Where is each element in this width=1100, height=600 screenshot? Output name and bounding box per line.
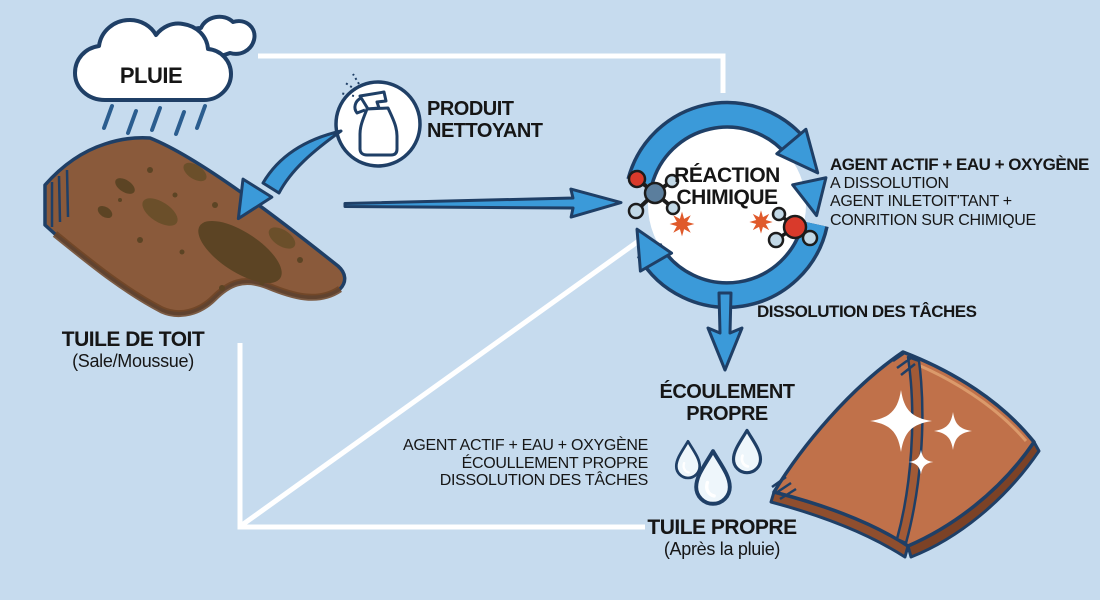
reaction-label-line1: RÉACTION bbox=[674, 164, 780, 187]
dirty-tile-subtitle: (Sale/Moussue) bbox=[72, 350, 194, 371]
reaction-note-line3: AGENT INLETOIT'TANT + bbox=[830, 193, 1012, 210]
connector-top bbox=[258, 53, 726, 93]
runoff-label-line2: PROPRE bbox=[686, 402, 768, 425]
dissolution-label: DISSOLUTION DES TÂCHES bbox=[757, 302, 977, 321]
runoff-label: ÉCOULEMENT PROPRE bbox=[627, 381, 827, 425]
dirty-tile-ridges bbox=[50, 169, 70, 227]
summary-line3: DISSOLUTION DES TÂCHES bbox=[439, 472, 649, 489]
dirty-tile-label: TUILE DE TOIT (Sale/Moussue) bbox=[33, 328, 233, 371]
arrow-spray-to-tile bbox=[236, 129, 343, 221]
runoff-label-line1: ÉCOULEMENT bbox=[659, 381, 796, 403]
molecule-left-icon bbox=[627, 169, 681, 220]
moss-patches bbox=[97, 162, 303, 291]
connector-lines bbox=[237, 53, 726, 530]
reaction-notes: AGENT ACTIF + EAU + OXYGÈNE A DISSOLUTIO… bbox=[830, 155, 1098, 230]
reaction-label-line2: CHIMIQUE bbox=[676, 186, 779, 209]
cleaner-label: PRODUIT NETTOYANT bbox=[427, 98, 543, 142]
reaction-note-line2: A DISSOLUTION bbox=[830, 174, 949, 192]
cleaner-label-line1: PRODUIT bbox=[427, 98, 514, 120]
summary-text: AGENT ACTIF + EAU + OXYGÈNE ÉCOULLEMENT … bbox=[398, 437, 648, 490]
reaction-note-line1: AGENT ACTIF + EAU + OXYGÈNE bbox=[830, 155, 1089, 174]
dirty-tile-illustration bbox=[43, 136, 347, 317]
clean-tile-label: TUILE PROPRE (Après la pluie) bbox=[622, 516, 822, 559]
clean-tile-subtitle: (Après la pluie) bbox=[663, 538, 781, 559]
reaction-cycle-icon bbox=[626, 100, 829, 310]
clean-tile-illustration bbox=[769, 350, 1041, 559]
reaction-note-line4: CONRITION SUR CHIMIQUE bbox=[830, 211, 1036, 229]
clean-tile-ridges bbox=[771, 350, 916, 501]
clean-tile-title: TUILE PROPRE bbox=[647, 516, 797, 539]
summary-line2: ÉCOULLEMENT PROPRE bbox=[461, 454, 649, 472]
dirty-tile-title: TUILE DE TOIT bbox=[61, 328, 205, 351]
spray-bottle-icon bbox=[334, 73, 422, 168]
cleaner-label-line2: NETTOYANT bbox=[427, 119, 543, 142]
rain-cloud-icon bbox=[73, 14, 257, 136]
molecule-right-icon bbox=[767, 206, 819, 249]
summary-line1: AGENT ACTIF + EAU + OXYGÈNE bbox=[402, 437, 648, 454]
arrow-reaction-down bbox=[706, 291, 744, 372]
starburst-icons bbox=[669, 210, 773, 237]
water-drops-icon bbox=[674, 428, 763, 506]
arrow-tile-to-reaction bbox=[343, 187, 623, 219]
cloud-label: PLUIE bbox=[119, 63, 183, 88]
sparkle-icons bbox=[870, 390, 972, 475]
connector-diagonal bbox=[240, 237, 642, 528]
connector-bottom bbox=[237, 343, 645, 530]
reaction-label: RÉACTION CHIMIQUE bbox=[647, 165, 807, 209]
rain-drops-icon bbox=[102, 104, 207, 136]
